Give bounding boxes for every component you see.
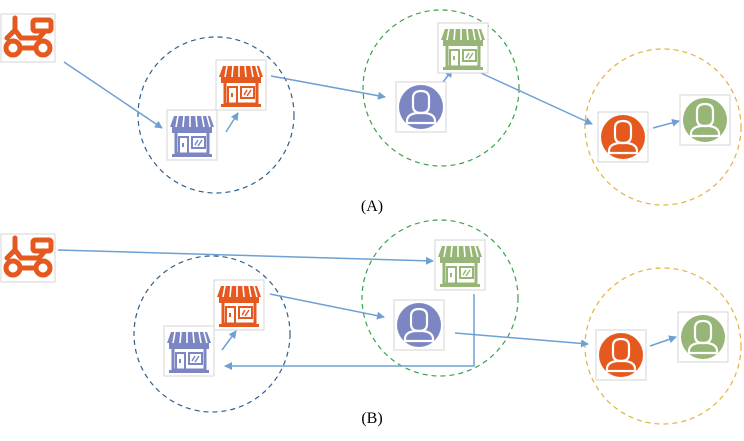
person-icon	[678, 93, 732, 147]
arrow-a-courier-to-blue-store	[63, 61, 163, 129]
caption-b: (B)	[361, 410, 383, 427]
arrow-a-orange-person-to-green-person	[652, 118, 680, 129]
arrow-a-blue-store-to-orange-store	[225, 112, 239, 133]
cluster-circle-blue-b	[133, 255, 291, 413]
person-icon	[676, 310, 730, 364]
panel-b	[0, 219, 742, 425]
cluster-circle-green-b	[361, 219, 519, 377]
arrow-b-green-store-back-to-blue-store	[224, 294, 475, 370]
arrow-b-blue-person-to-orange-person	[454, 332, 589, 348]
store-icon	[162, 324, 216, 378]
store-icon	[436, 21, 490, 75]
arrow-b-orange-person-to-green-person	[649, 335, 677, 347]
store-icon	[212, 278, 266, 332]
scooter-icon	[0, 13, 56, 63]
person-icon	[596, 110, 650, 164]
person-icon	[394, 80, 448, 134]
store-icon	[165, 108, 219, 162]
cluster-circle-yellow-a	[584, 48, 742, 206]
cluster-circle-green-a	[362, 9, 520, 167]
arrow-b-courier-to-green-store	[57, 249, 434, 265]
person-icon	[594, 328, 648, 382]
arrow-a-orange-store-to-blue-person	[270, 75, 386, 100]
store-icon	[433, 238, 487, 292]
panel-a	[0, 9, 742, 206]
caption-a: (A)	[360, 198, 384, 215]
cluster-circle-blue-a	[137, 36, 295, 194]
scooter-icon	[0, 233, 56, 283]
store-icon	[214, 58, 268, 112]
arrow-a-green-store-to-orange-person	[469, 67, 593, 125]
arrow-b-blue-store-to-orange-store	[221, 330, 237, 351]
arrow-b-orange-store-to-blue-person	[269, 293, 385, 320]
person-icon	[392, 298, 446, 352]
